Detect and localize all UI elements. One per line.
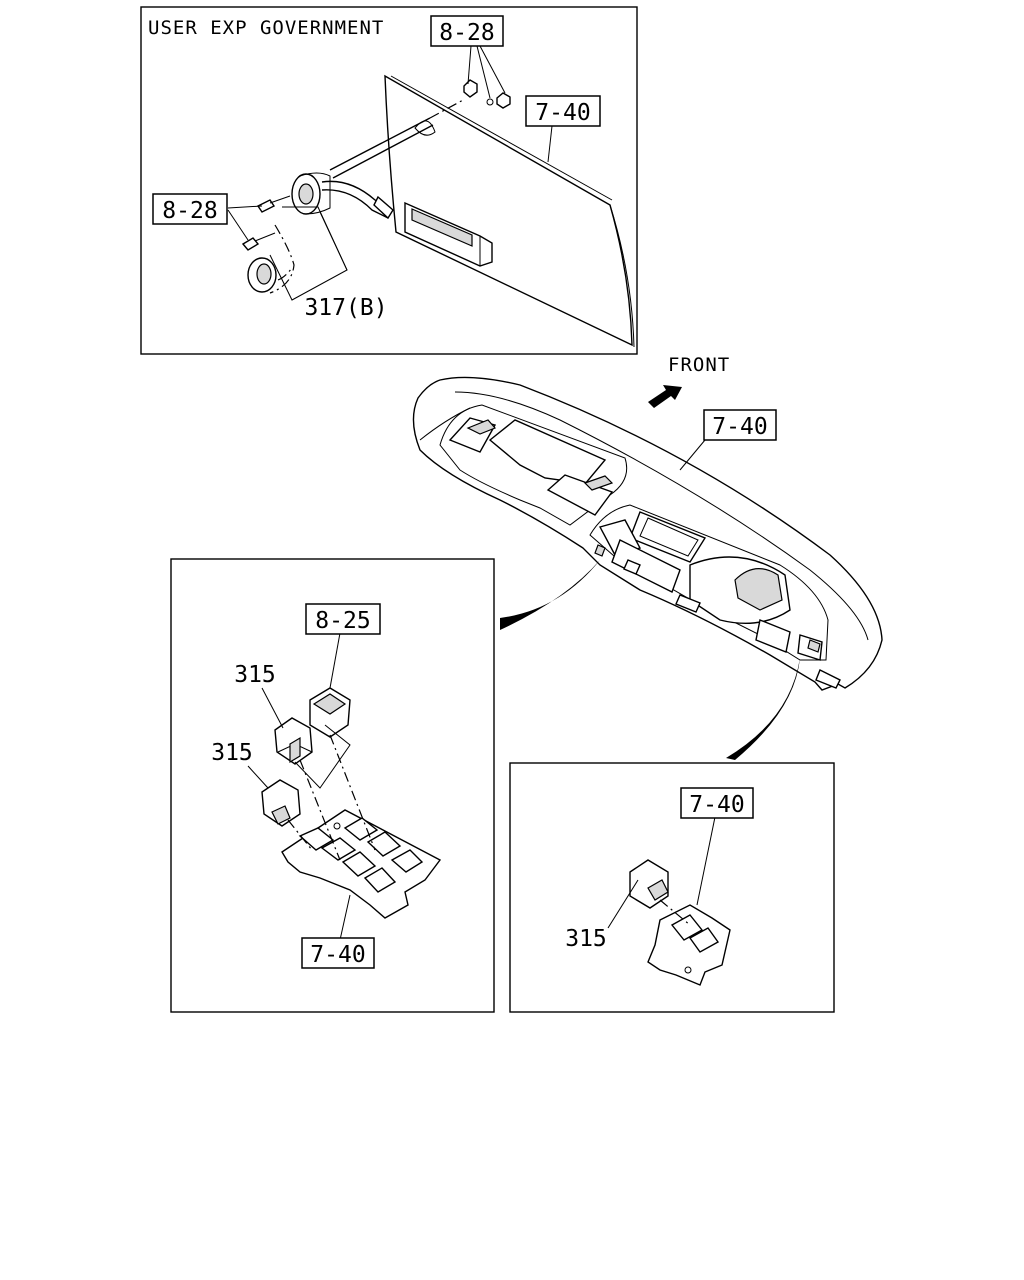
callout-box-left-8-25 (305, 603, 381, 635)
detail-arrow-right (726, 658, 800, 760)
left-detail-panel: 8-25 315 315 7-40 (170, 558, 495, 1013)
callout-right-7-40: 7-40 (689, 792, 744, 818)
part-label-315-upper: 315 (234, 662, 276, 688)
part-label-317b: 317(B) (304, 295, 387, 321)
left-panel-frame (170, 558, 495, 1013)
top-panel-note: USER EXP GOVERNMENT (148, 17, 384, 39)
arrow-front-icon (648, 385, 682, 408)
detail-arrow-left (500, 560, 600, 630)
dashboard-view: FRONT 7-40 (412, 354, 883, 760)
right-panel-frame (509, 762, 835, 1013)
callout-left-8-25: 8-25 (315, 608, 370, 634)
callout-box-left-8-28 (152, 193, 228, 225)
lock-assembly (241, 79, 511, 294)
callout-box-dash-7-40 (703, 409, 777, 441)
callout-panel-7-40: 7-40 (535, 100, 590, 126)
callout-left-7-40: 7-40 (310, 942, 365, 968)
front-label: FRONT (668, 354, 730, 376)
top-detail-panel: USER EXP GOVERNMENT (140, 6, 638, 355)
callout-box-right-7-40 (680, 787, 754, 819)
right-detail-panel: 7-40 315 (509, 762, 835, 1013)
part-label-315-lower: 315 (211, 740, 253, 766)
callout-top-8-28: 8-28 (439, 20, 494, 46)
callout-dash-7-40: 7-40 (712, 414, 767, 440)
callout-box-left-7-40 (301, 937, 375, 969)
callout-box-panel-7-40 (525, 95, 601, 127)
glove-box-lid (384, 74, 635, 348)
callout-left-8-28: 8-28 (162, 198, 217, 224)
callout-box-top-8-28 (430, 15, 504, 47)
top-panel-frame (140, 6, 638, 355)
part-label-315-right: 315 (565, 926, 607, 952)
